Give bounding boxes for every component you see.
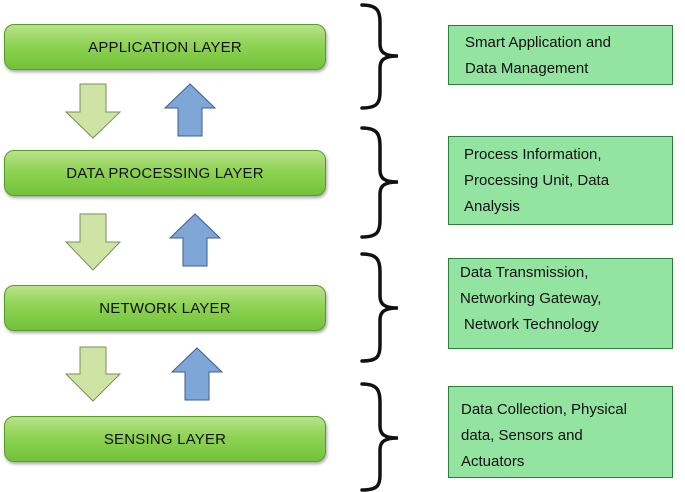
network-layer-box: NETWORK LAYER xyxy=(4,285,326,331)
sensing-layer-box: SENSING LAYER xyxy=(4,416,326,462)
down-arrow-icon xyxy=(64,213,122,271)
application-layer-label: APPLICATION LAYER xyxy=(88,38,242,56)
description-line: Actuators xyxy=(461,453,525,470)
up-arrow-icon xyxy=(168,213,222,267)
network-layer-label: NETWORK LAYER xyxy=(99,299,231,317)
curly-brace-icon xyxy=(360,252,399,363)
description-line: Smart Application and xyxy=(465,34,611,51)
down-arrow-icon xyxy=(64,346,122,402)
description-box-data-processing: Process Information, Processing Unit, Da… xyxy=(448,136,673,225)
sensing-layer-label: SENSING LAYER xyxy=(103,430,227,448)
description-line: Data Collection, Physical xyxy=(461,401,627,418)
curly-brace-icon xyxy=(360,3,399,110)
description-line: Process Information, xyxy=(464,146,602,163)
description-box-network: Data Transmission, Networking Gateway, N… xyxy=(448,258,673,349)
description-line: Analysis xyxy=(464,198,520,215)
curly-brace-icon xyxy=(360,382,399,492)
up-arrow-icon xyxy=(163,83,217,137)
up-arrow-icon xyxy=(170,347,224,401)
description-line: Network Technology xyxy=(464,316,599,333)
description-line: Data Transmission, xyxy=(460,264,589,281)
description-box-sensing: Data Collection, Physical data, Sensors … xyxy=(448,386,673,478)
description-line: Data Management xyxy=(465,60,589,77)
application-layer-box: APPLICATION LAYER xyxy=(4,24,326,70)
description-box-application: Smart Application and Data Management xyxy=(448,25,673,85)
description-line: Processing Unit, Data xyxy=(464,172,610,189)
curly-brace-icon xyxy=(360,126,399,239)
description-line: Networking Gateway, xyxy=(460,290,602,307)
description-line: data, Sensors and xyxy=(461,427,583,444)
data-processing-layer-box: DATA PROCESSING LAYER xyxy=(4,150,326,196)
down-arrow-icon xyxy=(64,83,122,139)
data-processing-layer-label: DATA PROCESSING LAYER xyxy=(66,164,264,182)
